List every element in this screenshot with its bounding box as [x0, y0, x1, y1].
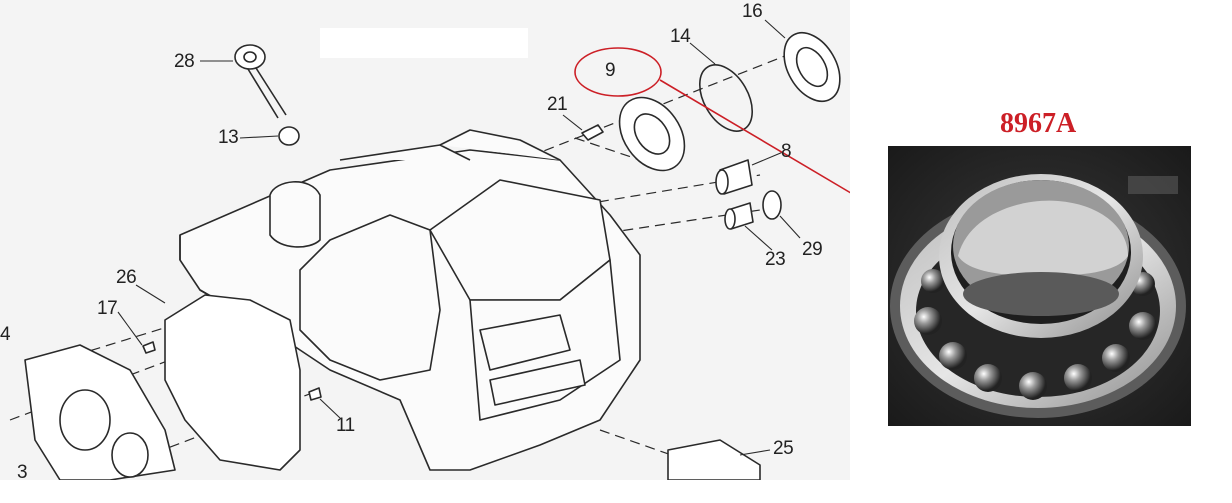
part-25-gasket: [667, 439, 761, 480]
callout-11: 11: [336, 415, 355, 436]
highlight-circle: [574, 47, 662, 97]
part-26-gasket: [164, 294, 301, 471]
part-9-bearing: [618, 96, 686, 172]
callout-25: 25: [773, 438, 794, 459]
callout-28: 28: [174, 51, 195, 72]
callout-8: 8: [781, 141, 792, 162]
callout-23: 23: [765, 249, 786, 270]
callout-17: 17: [97, 298, 118, 319]
bearing-photo: [888, 146, 1191, 426]
callout-14: 14: [670, 26, 691, 47]
part-23-bushing: [724, 202, 754, 230]
blank-label-box: [320, 28, 528, 58]
part-11-dowel: [308, 387, 322, 401]
callout-13: 13: [218, 127, 239, 148]
diagram-drawing: [9, 19, 850, 480]
highlight-pointer: [659, 79, 850, 194]
part-4-cover: [24, 344, 176, 480]
part-16-seal: [783, 31, 841, 103]
part-28-plug: [234, 44, 287, 119]
part-29-washer: [762, 190, 782, 220]
callout-26: 26: [116, 267, 137, 288]
housing: [179, 129, 641, 471]
part-17-dowel: [142, 341, 156, 354]
callout-3: 3: [17, 462, 28, 483]
callout-9: 9: [605, 60, 616, 81]
callout-4: 4: [0, 324, 11, 345]
part-14-retaining-ring: [698, 64, 754, 132]
part-8-needle-bearing: [715, 159, 753, 195]
callout-29: 29: [802, 239, 823, 260]
leader-lines: [117, 19, 801, 456]
exploded-parts-diagram: 28 13 21 9 14 16 8 29 23 26 17 11 25 4 3: [0, 0, 850, 483]
callout-21: 21: [547, 94, 568, 115]
part-21-fitting: [581, 124, 604, 141]
part-number-label: 8967A: [1000, 108, 1077, 139]
part-13-oring: [278, 126, 300, 146]
callout-16: 16: [742, 1, 763, 22]
